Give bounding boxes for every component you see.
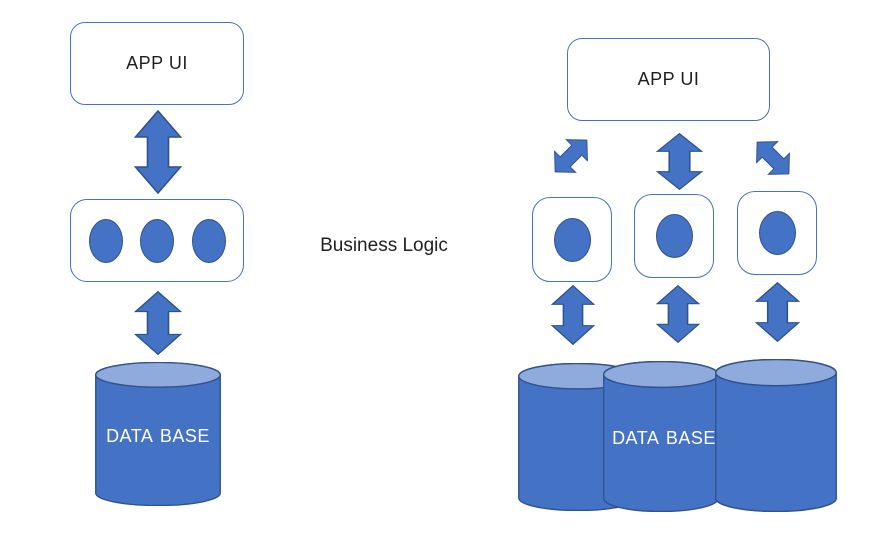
logic-dot: [140, 218, 174, 263]
updown-arrow-icon: [551, 285, 595, 345]
service-dot: [758, 211, 796, 255]
logic-dot: [191, 218, 226, 263]
right-app-ui-label: APP UI: [637, 69, 700, 89]
updown-arrow-icon: [656, 133, 703, 190]
service-box-2: [634, 194, 714, 278]
diagonal-updown-arrow-icon: [543, 128, 598, 183]
updown-arrow-icon: [755, 282, 800, 342]
right-database-cylinder-3: [715, 359, 837, 512]
updown-arrow-icon: [134, 291, 182, 355]
logic-dot: [88, 218, 123, 263]
service-box-1: [532, 197, 612, 282]
left-app-ui-label: APP UI: [126, 53, 188, 73]
service-dot: [553, 217, 591, 262]
updown-arrow-icon: [134, 110, 182, 194]
left-business-logic-box: [70, 199, 244, 282]
diagonal-updown-arrow-icon: [745, 130, 800, 185]
left-app-ui-box: APP UI: [70, 22, 244, 105]
left-database-cylinder: [95, 362, 221, 506]
service-box-3: [737, 191, 817, 275]
left-database-label: DATA BASE: [106, 426, 210, 446]
updown-arrow-icon: [656, 285, 700, 343]
business-logic-label: Business Logic: [320, 235, 448, 256]
service-dot: [655, 214, 693, 258]
right-app-ui-box: APP UI: [567, 38, 770, 121]
right-database-label: DATA BASE: [612, 428, 716, 448]
